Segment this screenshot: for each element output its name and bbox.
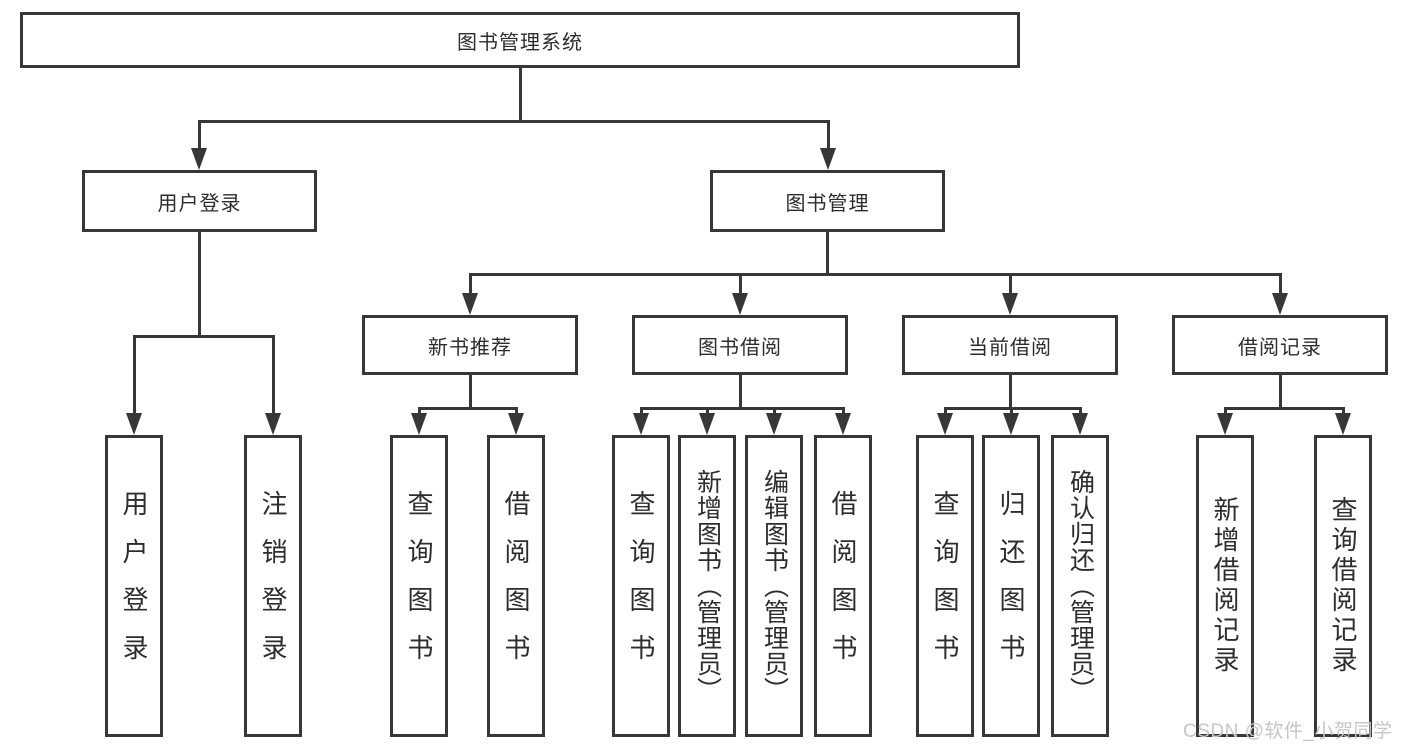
connector-line bbox=[418, 407, 518, 410]
leaf-return-books: 归还图书 bbox=[982, 435, 1040, 737]
connector-line bbox=[515, 407, 518, 415]
connector-line bbox=[1010, 407, 1013, 415]
leaf-confirm-return-admin: 确认归还（管理员） bbox=[1051, 435, 1109, 737]
connector-line bbox=[640, 407, 844, 410]
connector-arrow bbox=[633, 413, 649, 435]
node-current-borrow: 当前借阅 bbox=[902, 315, 1118, 375]
connector-arrow bbox=[126, 413, 142, 435]
connector-line bbox=[469, 273, 1281, 276]
leaf-query-books-recommend: 查询图书 bbox=[390, 435, 448, 737]
node-book-management: 图书管理 bbox=[710, 170, 945, 232]
connector-arrow bbox=[835, 413, 851, 435]
node-root: 图书管理系统 bbox=[20, 12, 1020, 68]
connector-line bbox=[826, 232, 829, 273]
connector-line bbox=[944, 407, 947, 415]
connector-line bbox=[469, 375, 472, 407]
csdn-watermark: CSDN @软件_小贺同学 bbox=[1183, 721, 1393, 742]
connector-line bbox=[418, 407, 421, 415]
connector-arrow bbox=[820, 148, 836, 170]
leaf-borrow-books-recommend: 借阅图书 bbox=[487, 435, 545, 737]
connector-line bbox=[739, 375, 742, 407]
connector-line bbox=[198, 232, 201, 335]
connector-line bbox=[842, 407, 845, 415]
connector-line bbox=[133, 335, 275, 338]
connector-arrow bbox=[1003, 413, 1019, 435]
connector-line bbox=[198, 120, 830, 123]
leaf-query-borrow-record: 查询借阅记录 bbox=[1314, 435, 1372, 737]
connector-arrow bbox=[766, 413, 782, 435]
connector-arrow bbox=[191, 148, 207, 170]
connector-line bbox=[272, 335, 275, 415]
leaf-query-books-current: 查询图书 bbox=[916, 435, 974, 737]
node-new-book-recommend: 新书推荐 bbox=[362, 315, 578, 375]
connector-arrow bbox=[1217, 413, 1233, 435]
connector-line bbox=[469, 273, 472, 295]
connector-arrow bbox=[1272, 293, 1288, 315]
connector-line bbox=[1224, 407, 1344, 410]
connector-arrow bbox=[732, 293, 748, 315]
connector-arrow bbox=[411, 413, 427, 435]
connector-line bbox=[1342, 407, 1345, 415]
connector-line bbox=[1009, 273, 1012, 295]
connector-arrow bbox=[1072, 413, 1088, 435]
connector-arrow bbox=[699, 413, 715, 435]
leaf-logout: 注销登录 bbox=[244, 435, 302, 737]
connector-arrow bbox=[462, 293, 478, 315]
connector-line bbox=[1279, 273, 1282, 295]
connector-line bbox=[519, 68, 522, 120]
node-book-borrow: 图书借阅 bbox=[632, 315, 848, 375]
connector-arrow bbox=[265, 413, 281, 435]
connector-line bbox=[1079, 407, 1082, 415]
connector-line bbox=[706, 407, 709, 415]
connector-line bbox=[640, 407, 643, 415]
connector-line bbox=[198, 120, 201, 150]
connector-line bbox=[827, 120, 830, 150]
connector-arrow bbox=[937, 413, 953, 435]
connector-line bbox=[133, 335, 136, 415]
leaf-add-book-admin: 新增图书（管理员） bbox=[678, 435, 736, 737]
connector-arrow bbox=[1002, 293, 1018, 315]
leaf-borrow-books-borrow: 借阅图书 bbox=[814, 435, 872, 737]
leaf-query-books-borrow: 查询图书 bbox=[612, 435, 670, 737]
connector-line bbox=[1224, 407, 1227, 415]
node-user-login: 用户登录 bbox=[82, 170, 317, 232]
connector-line bbox=[1279, 375, 1282, 407]
leaf-user-login: 用户登录 bbox=[105, 435, 163, 737]
leaf-add-borrow-record: 新增借阅记录 bbox=[1196, 435, 1254, 737]
leaf-edit-book-admin: 编辑图书（管理员） bbox=[745, 435, 803, 737]
connector-line bbox=[773, 407, 776, 415]
connector-arrow bbox=[508, 413, 524, 435]
node-borrow-records: 借阅记录 bbox=[1172, 315, 1388, 375]
connector-arrow bbox=[1335, 413, 1351, 435]
connector-line bbox=[1009, 375, 1012, 407]
connector-line bbox=[739, 273, 742, 295]
